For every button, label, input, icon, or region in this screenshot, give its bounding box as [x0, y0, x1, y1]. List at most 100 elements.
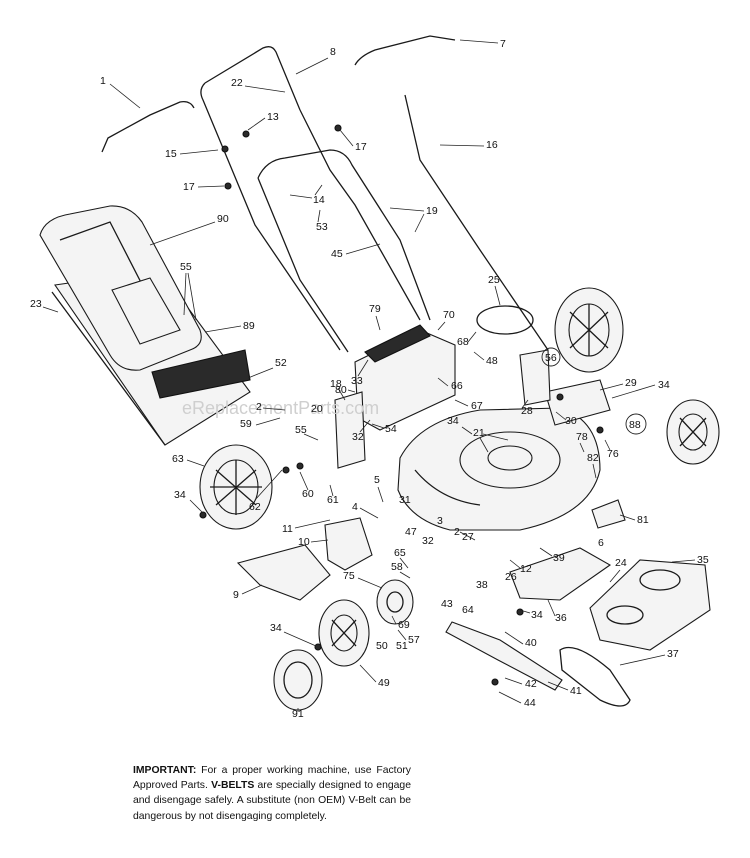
part-label: 30	[565, 415, 577, 427]
front-cover	[589, 559, 711, 651]
part-label: 78	[576, 431, 588, 443]
part-label: 52	[275, 357, 287, 369]
part-label: 51	[396, 640, 408, 652]
engine-mount	[591, 499, 626, 529]
front-axle-bracket	[544, 379, 611, 426]
part-label: 48	[486, 355, 498, 367]
part-label: 17	[183, 181, 195, 193]
part-label: 18	[330, 378, 342, 390]
engine-bail-ring	[476, 305, 534, 335]
part-label: 62	[249, 501, 261, 513]
part-label: 68	[457, 336, 469, 348]
part-label: 70	[443, 309, 455, 321]
discharge-door	[324, 517, 373, 571]
part-label: 32	[352, 431, 364, 443]
vbelts-label: V-BELTS	[211, 780, 255, 792]
part-label: 12	[520, 563, 532, 575]
part-label: 59	[240, 418, 252, 430]
part-label: 6	[598, 537, 604, 549]
part-label: 5	[374, 474, 380, 486]
part-label: 1	[100, 75, 106, 87]
part-label: 47	[405, 526, 417, 538]
part-label: 24	[615, 557, 627, 569]
part-label: 34	[531, 609, 543, 621]
part-label: 8	[330, 46, 336, 58]
mower-deck	[397, 407, 601, 531]
part-label: 9	[233, 589, 239, 601]
part-label: 2	[454, 526, 460, 538]
wheel-cover	[273, 649, 323, 711]
part-label: 10	[298, 536, 310, 548]
part-label: 88	[629, 419, 641, 431]
rear-left-wheel	[199, 444, 273, 530]
rear-shield	[354, 324, 456, 431]
part-label: 25	[488, 274, 500, 286]
part-label: 13	[267, 111, 279, 123]
part-label: 50	[376, 640, 388, 652]
important-label: IMPORTANT:	[133, 765, 197, 776]
part-label: 41	[570, 685, 582, 697]
discharge-chute	[236, 544, 331, 601]
part-label: 34	[447, 415, 459, 427]
part-label: 80	[335, 384, 347, 396]
part-label: 40	[525, 637, 537, 649]
part-label: 69	[398, 619, 410, 631]
part-label: 76	[607, 448, 619, 460]
part-label: 33	[351, 375, 363, 387]
part-label: 81	[637, 514, 649, 526]
part-label: 58	[391, 561, 403, 573]
part-label: 3	[437, 515, 443, 527]
blade	[445, 621, 563, 691]
drive-cover	[509, 547, 612, 601]
part-label: 28	[521, 405, 533, 417]
part-label: 16	[486, 139, 498, 151]
part-56-callout-circle	[541, 347, 561, 367]
part-label: 82	[587, 452, 599, 464]
part-label: 34	[658, 379, 670, 391]
part-label: 67	[471, 400, 483, 412]
part-label: 31	[399, 494, 411, 506]
part-label: 14	[313, 194, 325, 206]
part-label: 65	[394, 547, 406, 559]
part-label: 79	[369, 303, 381, 315]
part-label: 75	[343, 570, 355, 582]
part-label: 15	[165, 148, 177, 160]
part-label: 7	[500, 38, 506, 50]
fasteners	[199, 124, 604, 686]
part-88-callout-circle	[625, 413, 647, 435]
part-label: 55	[295, 424, 307, 436]
notice-text-2: are specially designed to engage and dis…	[133, 780, 411, 822]
v-belt	[559, 646, 631, 707]
part-label: 66	[451, 380, 463, 392]
part-label: 60	[302, 488, 314, 500]
part-label: 2	[256, 401, 262, 413]
part-label: 4	[352, 501, 358, 513]
rear-right-wheel	[554, 287, 624, 373]
exploded-parts-diagram: eReplacementParts.com 1 2 2 3 4 5 6 7 8 …	[30, 35, 720, 720]
part-label: 23	[30, 298, 42, 310]
part-label: 38	[476, 579, 488, 591]
part-label: 27	[462, 531, 474, 543]
upper-handle	[200, 46, 431, 353]
notice-text-1: For a proper working machine, use Factor…	[133, 765, 411, 792]
part-labels: 1 2 2 3 4 5 6 7 8 9 10 11 12 13 14 15 16	[30, 38, 709, 720]
part-label: 54	[385, 423, 397, 435]
part-label: 56	[545, 352, 557, 364]
part-label: 64	[462, 604, 474, 616]
part-label: 34	[270, 622, 282, 634]
part-label: 45	[331, 248, 343, 260]
part-label: 61	[327, 494, 339, 506]
front-left-wheel	[318, 599, 370, 667]
part-label: 39	[553, 552, 565, 564]
part-label: 91	[292, 708, 304, 720]
part-label: 19	[426, 205, 438, 217]
part-label: 42	[525, 678, 537, 690]
control-bars	[101, 35, 456, 153]
part-label: 90	[217, 213, 229, 225]
part-label: 89	[243, 320, 255, 332]
part-label: 20	[311, 403, 323, 415]
part-label: 57	[408, 634, 420, 646]
part-label: 32	[422, 535, 434, 547]
part-label: 34	[174, 489, 186, 501]
part-label: 22	[231, 77, 243, 89]
